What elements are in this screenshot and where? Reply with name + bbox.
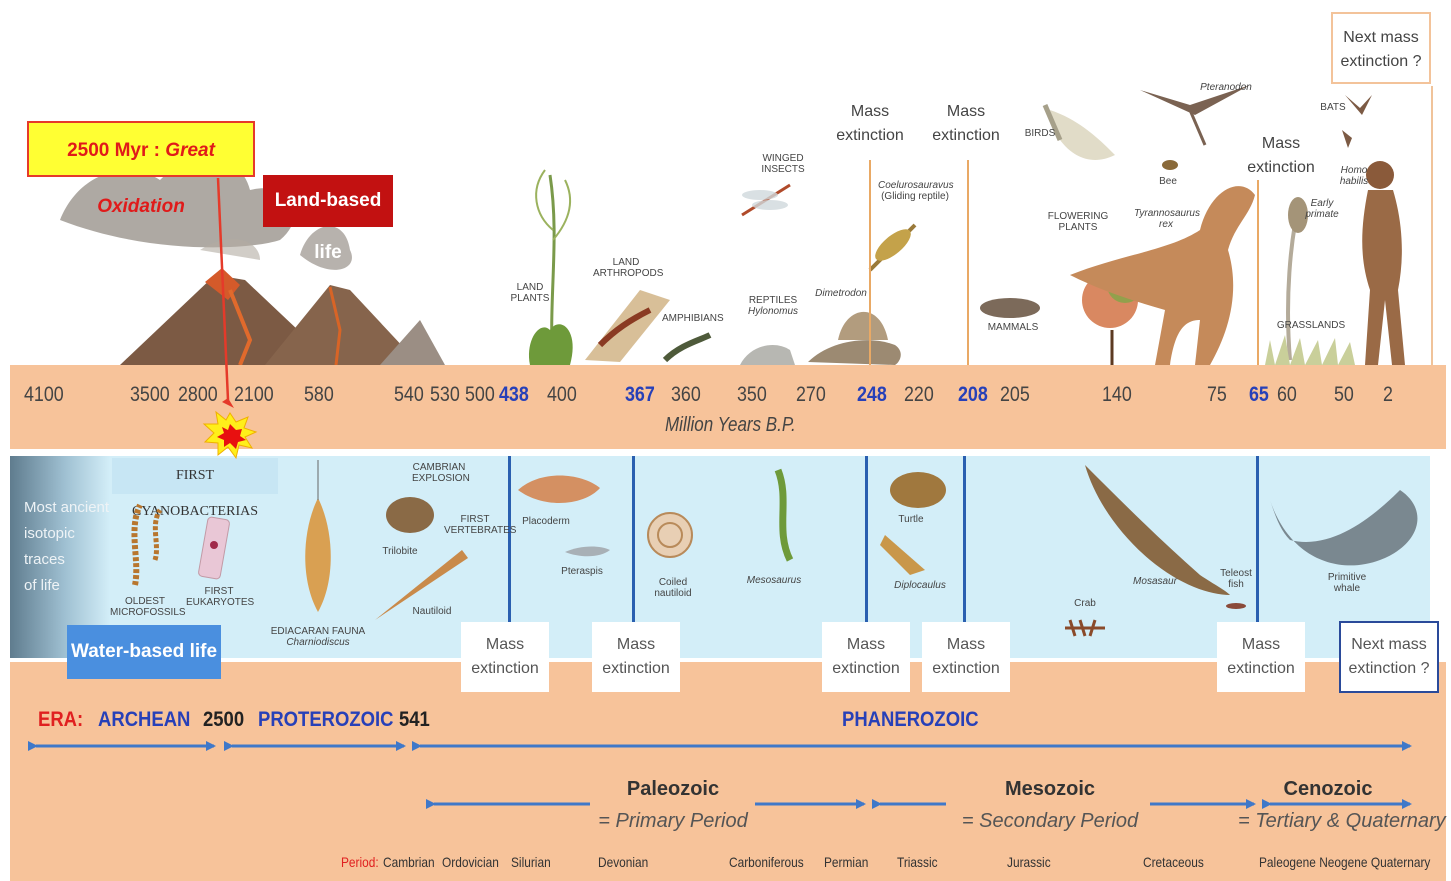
period-silurian: Silurian bbox=[511, 854, 551, 870]
period-ordovician: Ordovician bbox=[442, 854, 499, 870]
period-carboniferous: Carboniferous bbox=[729, 854, 804, 870]
period-cambrian: Cambrian bbox=[383, 854, 435, 870]
period-devonian: Devonian bbox=[598, 854, 648, 870]
mesozoic-desc: = Secondary Period bbox=[960, 810, 1140, 833]
cenozoic-title: Cenozoic bbox=[1238, 778, 1418, 801]
period-jurassic: Jurassic bbox=[1007, 854, 1051, 870]
cenozoic-desc: = Tertiary & Quaternary bbox=[1238, 810, 1418, 833]
mesozoic-title: Mesozoic bbox=[960, 778, 1140, 801]
period-cretaceous: Cretaceous bbox=[1143, 854, 1204, 870]
period-cenozoic-set: Paleogene Neogene Quaternary bbox=[1259, 854, 1430, 870]
paleozoic-desc: = Primary Period bbox=[593, 810, 753, 833]
period-label: Period: bbox=[341, 854, 379, 870]
paleozoic-title: Paleozoic bbox=[593, 778, 753, 801]
period-permian: Permian bbox=[824, 854, 868, 870]
period-triassic: Triassic bbox=[897, 854, 938, 870]
